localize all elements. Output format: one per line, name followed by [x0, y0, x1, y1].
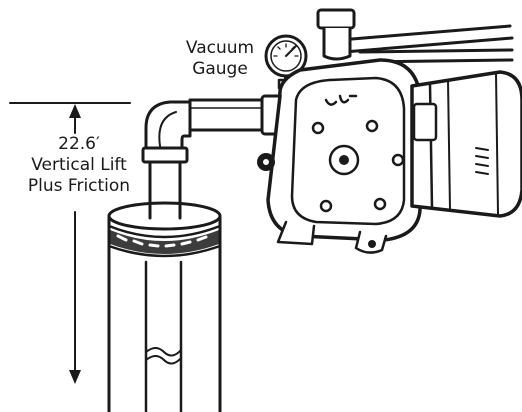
pipe-elbow: [144, 100, 192, 150]
vertical-lift-dimension: [9, 102, 131, 384]
arrow-head-down-icon: [69, 370, 81, 384]
brand-logo-mark: [324, 94, 358, 106]
well-seal-band: [110, 230, 219, 254]
vacuum-gauge-label-line1: Vacuum: [185, 38, 255, 58]
arrow-head-up-icon: [69, 104, 81, 118]
pump-motor: [410, 70, 522, 218]
vacuum-gauge-label-line2: Gauge: [192, 59, 248, 79]
lift-measurement-value: 22.6′: [58, 134, 100, 154]
lift-description-line1: Vertical Lift: [31, 155, 127, 175]
vacuum-gauge-label: Vacuum Gauge: [170, 38, 270, 80]
pipe-break-mark: [145, 347, 182, 357]
well-cap: [107, 201, 222, 231]
pump-housing: [257, 58, 422, 254]
well-casing: [107, 201, 222, 412]
lift-description-line2: Plus Friction: [27, 176, 131, 196]
vertical-lift-label: 22.6′ Vertical Lift Plus Friction: [4, 134, 154, 197]
discharge-pipes: [316, 8, 514, 64]
